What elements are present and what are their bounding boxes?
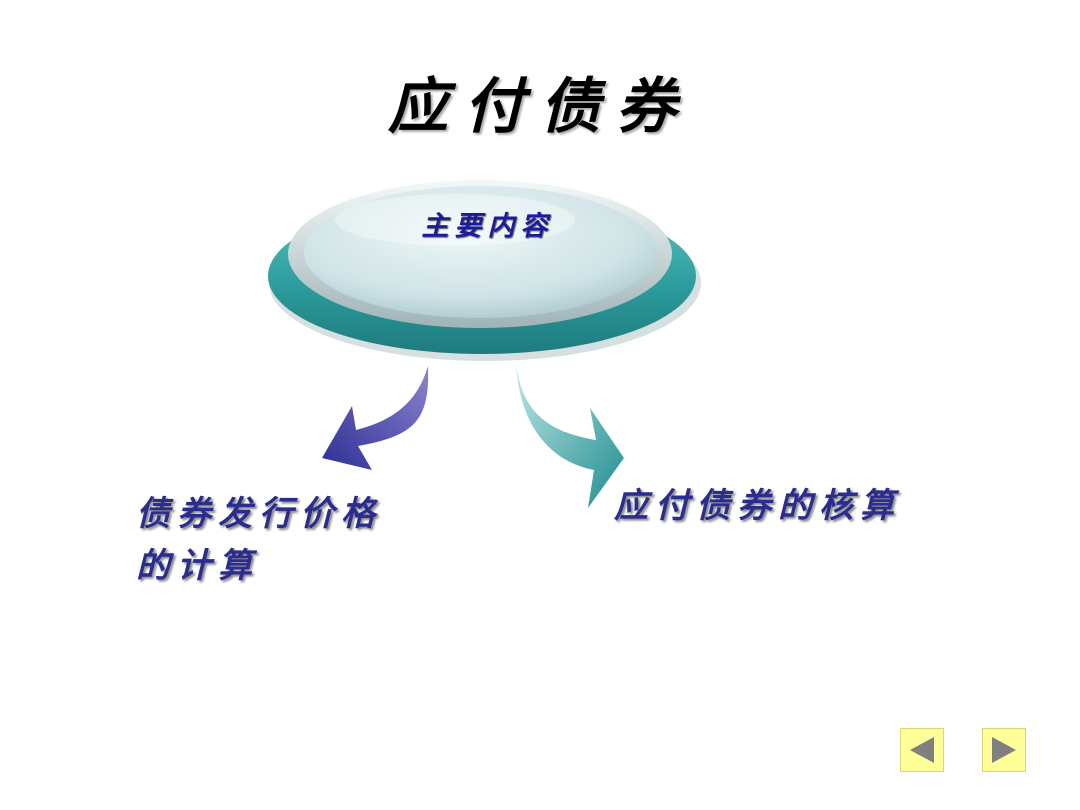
arrow-down-left-icon <box>322 366 429 470</box>
slide-title: 应付债券 <box>388 72 692 142</box>
branch-label-line: 应付债券的核算 <box>614 486 901 526</box>
previous-slide-button[interactable] <box>900 728 944 772</box>
arrow-down-right-icon <box>516 364 624 508</box>
branch-label-accounting: 应付债券的核算 <box>614 480 914 532</box>
triangle-right-icon <box>992 737 1016 763</box>
branch-label-line: 债券发行价格 <box>136 494 382 534</box>
branch-label-line: 的计算 <box>136 546 259 586</box>
main-content-label: 主要内容 <box>421 211 554 242</box>
next-slide-button[interactable] <box>982 728 1026 772</box>
main-content-disk <box>268 180 701 361</box>
branch-label-issue-price: 债券发行价格 的计算 <box>136 488 396 592</box>
triangle-left-icon <box>910 737 934 763</box>
